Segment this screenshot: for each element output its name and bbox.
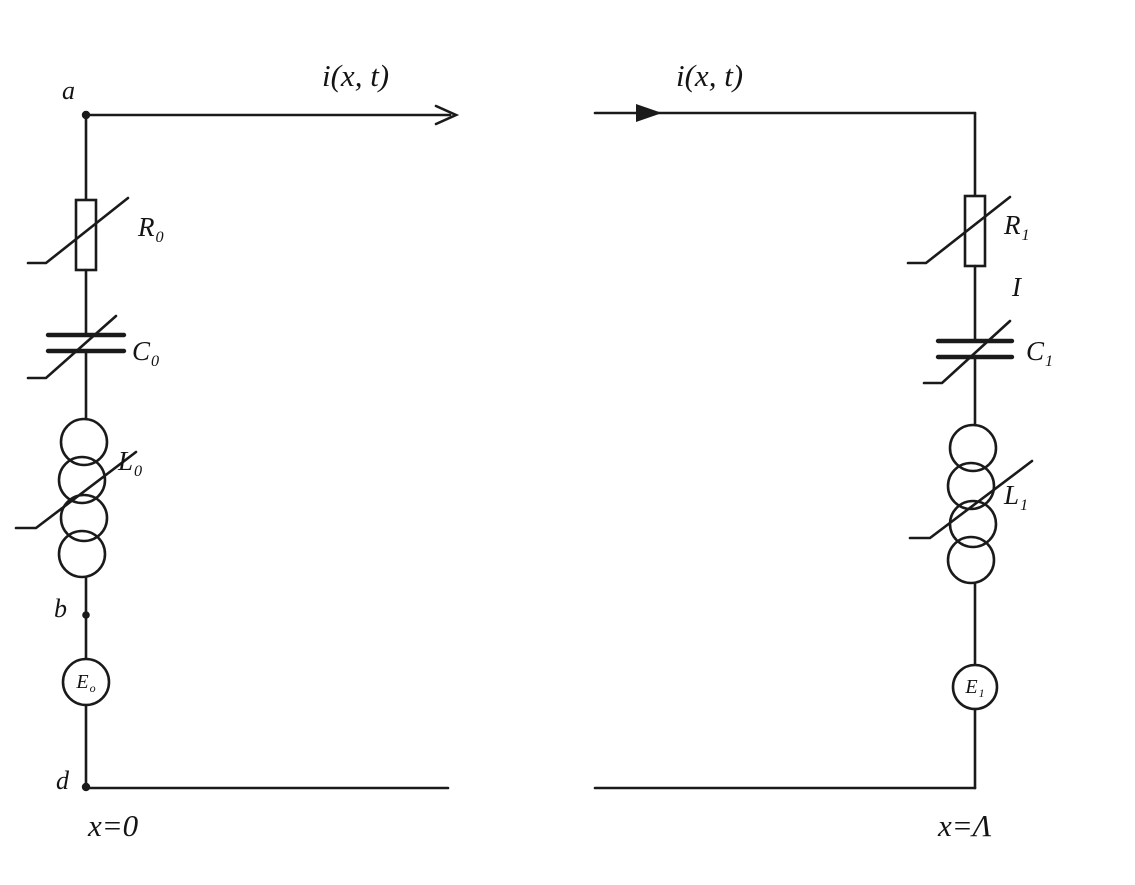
right-capacitor-subscript: 1	[1045, 351, 1054, 370]
right-capacitor-letter: C	[1026, 336, 1045, 366]
left-circuit	[14, 104, 460, 792]
right-capacitor-variable-slash	[922, 319, 1012, 385]
left-position-label: x=0	[88, 808, 139, 843]
right-resistor-subscript: 1	[1021, 225, 1030, 244]
right-inductor-label: L1	[1004, 482, 1028, 513]
left-capacitor-subscript: 0	[151, 351, 160, 370]
left-resistor-subscript: 0	[155, 227, 164, 246]
left-capacitor-variable-slash	[26, 314, 118, 380]
left-inductor-loop-1	[59, 417, 109, 467]
right-resistor-letter: R	[1004, 210, 1021, 240]
left-inductor-label: L0	[118, 448, 142, 479]
right-source-subscript: 1	[978, 686, 985, 701]
left-inductor-variable-slash	[14, 450, 138, 530]
left-capacitor-label: C0	[132, 338, 159, 369]
right-capacitor-label: C1	[1026, 338, 1053, 369]
left-source-letter: E	[76, 671, 89, 693]
left-inductor-loop-3	[59, 493, 109, 543]
right-secondary-current-label: I	[1012, 272, 1021, 302]
left-current-arrow-icon	[434, 104, 460, 126]
left-inductor-loop-4	[57, 529, 107, 579]
left-resistor-variable-slash	[26, 196, 130, 265]
right-current-arrow-icon	[636, 104, 662, 122]
right-current-label: i(x, t)	[676, 58, 744, 93]
right-circuit	[593, 104, 1034, 790]
left-inductor-loop-2	[57, 455, 107, 505]
right-resistor-label: R1	[1004, 212, 1030, 243]
left-inductor-subscript: 0	[134, 461, 143, 480]
right-inductor-loop-1	[948, 423, 998, 473]
right-inductor-letter: L	[1004, 480, 1020, 510]
left-source-label: Eo	[69, 672, 103, 694]
right-position-label: x=Λ	[938, 808, 992, 843]
right-inductor-loop-4	[946, 535, 996, 585]
left-current-label: i(x, t)	[322, 58, 390, 93]
left-node-b-dot	[82, 611, 90, 619]
right-inductor-loop-2	[946, 461, 996, 511]
left-inductor-letter: L	[118, 446, 134, 476]
left-source-subscript: o	[89, 681, 96, 696]
right-source-label: E1	[958, 677, 992, 699]
left-resistor-label: R0	[138, 214, 164, 245]
left-node-d-label: d	[56, 766, 69, 795]
left-resistor-symbol	[74, 198, 98, 272]
left-resistor-letter: R	[138, 212, 155, 242]
right-inductor-subscript: 1	[1020, 495, 1029, 514]
left-capacitor-letter: C	[132, 336, 151, 366]
right-source-letter: E	[965, 676, 978, 698]
right-inductor-variable-slash	[908, 459, 1034, 540]
right-resistor-variable-slash	[906, 195, 1012, 265]
left-node-a-label: a	[62, 76, 75, 105]
left-node-b-label: b	[54, 594, 67, 623]
